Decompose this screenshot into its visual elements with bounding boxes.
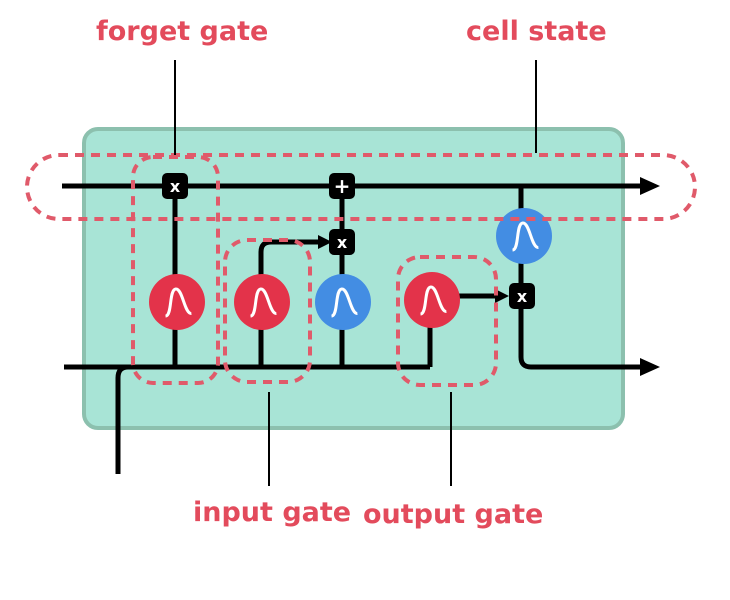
output-sigmoid-layer bbox=[404, 272, 460, 328]
cell-tanh-layer bbox=[496, 208, 552, 264]
output-multiply-op: x bbox=[509, 283, 535, 309]
add-op: + bbox=[329, 173, 355, 199]
candidate-tanh-layer bbox=[315, 274, 371, 330]
arrowheads bbox=[318, 177, 660, 376]
cell-state-label: cell state bbox=[466, 16, 607, 47]
output-gate-label: output gate bbox=[363, 499, 544, 530]
hidden-output-arrowhead bbox=[640, 358, 660, 376]
input-gate-label: input gate bbox=[193, 497, 352, 528]
multiply-symbol: x bbox=[517, 287, 528, 306]
forget-sigmoid-layer bbox=[149, 274, 205, 330]
forget-gate-highlight bbox=[131, 155, 220, 385]
output-gate-highlight bbox=[396, 255, 498, 387]
input-sigmoid-path bbox=[258, 239, 320, 367]
input-gate-arrowhead bbox=[318, 235, 332, 249]
input-gate-highlight bbox=[223, 238, 312, 384]
multiply-symbol: x bbox=[337, 233, 348, 252]
forget-multiply-op: x bbox=[162, 173, 188, 199]
multiply-symbol: x bbox=[170, 177, 181, 196]
input-x-line bbox=[115, 364, 129, 474]
hidden-output-path bbox=[518, 296, 642, 370]
forget-gate-label: forget gate bbox=[96, 16, 269, 47]
callout-lines bbox=[174, 60, 537, 486]
gate-highlights bbox=[25, 153, 697, 387]
input-sigmoid-layer bbox=[234, 274, 290, 330]
add-symbol: + bbox=[334, 174, 351, 198]
input-multiply-op: x bbox=[329, 229, 355, 255]
output-gate-arrowhead bbox=[495, 289, 509, 303]
cell-state-arrowhead bbox=[640, 177, 660, 195]
